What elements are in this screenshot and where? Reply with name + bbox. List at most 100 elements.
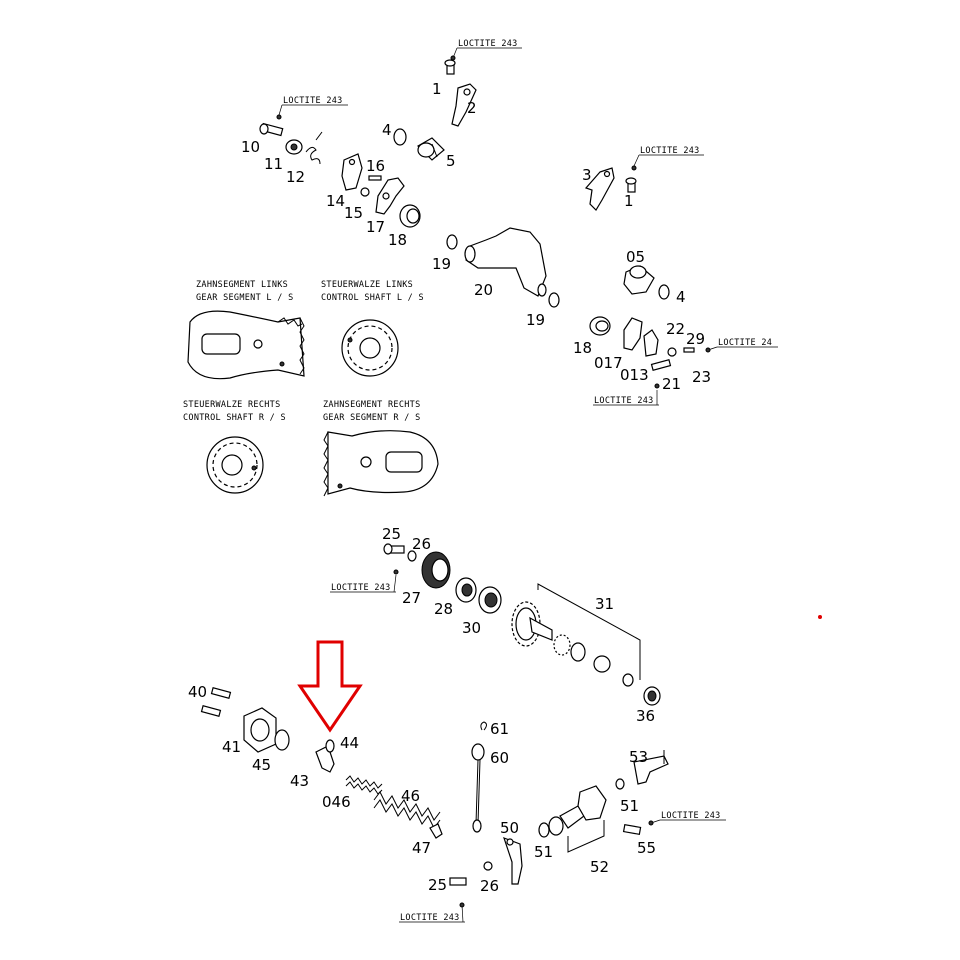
clip-part-61	[480, 721, 487, 731]
callout: 47	[412, 839, 431, 857]
loctite-label: LOCTITE 243	[661, 811, 721, 821]
callout: 19	[526, 311, 545, 329]
callout: 017	[594, 354, 623, 372]
gear-segment-part-017	[623, 317, 643, 351]
washer-part-26b	[483, 861, 493, 871]
clip-part-47	[429, 823, 443, 839]
bushing-part-11	[285, 139, 303, 155]
washer-part-36	[643, 686, 661, 706]
rod-part-60	[471, 743, 485, 833]
washer-part-15	[360, 187, 370, 197]
loctite-label: LOCTITE 243	[331, 583, 391, 593]
loctite-label: LOCTITE 243	[283, 96, 343, 106]
callout: 25	[382, 525, 401, 543]
washer-part-26	[407, 550, 417, 562]
callout: 52	[590, 858, 609, 876]
callout: 55	[637, 839, 656, 857]
callout: 61	[490, 720, 509, 738]
bolt-part-25b	[449, 877, 467, 908]
bushings-part-51	[538, 778, 625, 838]
callout: 15	[344, 204, 363, 222]
inset-gear-segment-left: ZAHNSEGMENT LINKS GEAR SEGMENT L / S	[187, 280, 305, 380]
bolts-part-40	[200, 687, 232, 717]
callout: 22	[666, 320, 685, 338]
inset-caption: CONTROL SHAFT L / S	[321, 293, 424, 303]
callout: 25	[428, 876, 447, 894]
bearing-part-28	[455, 577, 477, 603]
callout: 12	[286, 168, 305, 186]
bearing-part-18	[399, 204, 421, 228]
loctite-label: LOCTITE 24	[718, 338, 772, 348]
bolt-part-21	[650, 359, 672, 389]
callout-numbers: 1 2 3 1 4 5 10 11 12 14 15 16 17 18 19 2…	[188, 80, 711, 895]
callout: 26	[412, 535, 431, 553]
callout: 18	[388, 231, 407, 249]
inset-gear-segment-right: ZAHNSEGMENT RECHTS GEAR SEGMENT R / S	[323, 400, 439, 497]
inset-caption: GEAR SEGMENT L / S	[196, 293, 294, 303]
inset-caption: ZAHNSEGMENT RECHTS	[323, 400, 421, 410]
gear-segment-part-17	[375, 177, 405, 215]
callout: 50	[500, 819, 519, 837]
callout: 27	[402, 589, 421, 607]
ring-part-19b	[548, 292, 560, 308]
inset-caption: STEUERWALZE RECHTS	[183, 400, 281, 410]
detent-part-5	[417, 137, 445, 161]
callout: 36	[636, 707, 655, 725]
callout: 51	[620, 797, 639, 815]
loctite-label: LOCTITE 243	[640, 146, 700, 156]
lever-part-53	[633, 750, 669, 785]
callout: 2	[467, 99, 477, 117]
bolt-part-25	[383, 543, 405, 575]
callout: 30	[462, 619, 481, 637]
callout: 28	[434, 600, 453, 618]
lower-right-parts	[449, 721, 669, 908]
inset-caption: CONTROL SHAFT R / S	[183, 413, 286, 423]
callout: 4	[382, 121, 392, 139]
lever-part-2	[451, 83, 477, 127]
callout: 44	[340, 734, 359, 752]
gear-part-27	[421, 551, 451, 589]
callout: 046	[322, 793, 351, 811]
callout: 3	[582, 166, 592, 184]
callout: 20	[474, 281, 493, 299]
callout: 16	[366, 157, 385, 175]
callout: 14	[326, 192, 345, 210]
callout: 26	[480, 877, 499, 895]
callout: 23	[692, 368, 711, 386]
spring-part-12	[305, 131, 323, 165]
callout: 5	[446, 152, 456, 170]
callout: 05	[626, 248, 645, 266]
inset-caption: STEUERWALZE LINKS	[321, 280, 413, 290]
ratchet-part-52	[559, 785, 607, 853]
callout: 53	[629, 748, 648, 766]
selector-parts-upper	[259, 55, 711, 389]
bearing-part-18b	[589, 316, 611, 336]
shift-shaft-part-20	[464, 227, 547, 297]
kickstart-parts	[383, 543, 661, 706]
loctite-labels: LOCTITE 243 LOCTITE 243 LOCTITE 243 LOCT…	[278, 39, 778, 923]
callout: 31	[595, 595, 614, 613]
screw-part-1	[444, 55, 456, 75]
plate-part-14	[341, 153, 363, 191]
o-ring-part-4	[393, 128, 407, 146]
callout: 10	[241, 138, 260, 156]
callout: 17	[366, 218, 385, 236]
screw-part-1b	[625, 165, 637, 193]
callout: 51	[534, 843, 553, 861]
o-ring-part-45	[274, 729, 290, 751]
callout: 60	[490, 749, 509, 767]
lever-part-3	[584, 167, 615, 211]
spring-part-046	[345, 775, 383, 795]
callout: 46	[401, 787, 420, 805]
bearing-part-30	[478, 586, 502, 614]
callout: 4	[676, 288, 686, 306]
callout: 21	[662, 375, 681, 393]
callout: 18	[573, 339, 592, 357]
spring-part-46	[373, 791, 441, 829]
washer-part-22	[667, 347, 677, 357]
housing-part-41	[243, 707, 277, 753]
inset-caption: ZAHNSEGMENT LINKS	[196, 280, 288, 290]
detent-part-05	[623, 265, 655, 295]
callout: 1	[624, 192, 634, 210]
